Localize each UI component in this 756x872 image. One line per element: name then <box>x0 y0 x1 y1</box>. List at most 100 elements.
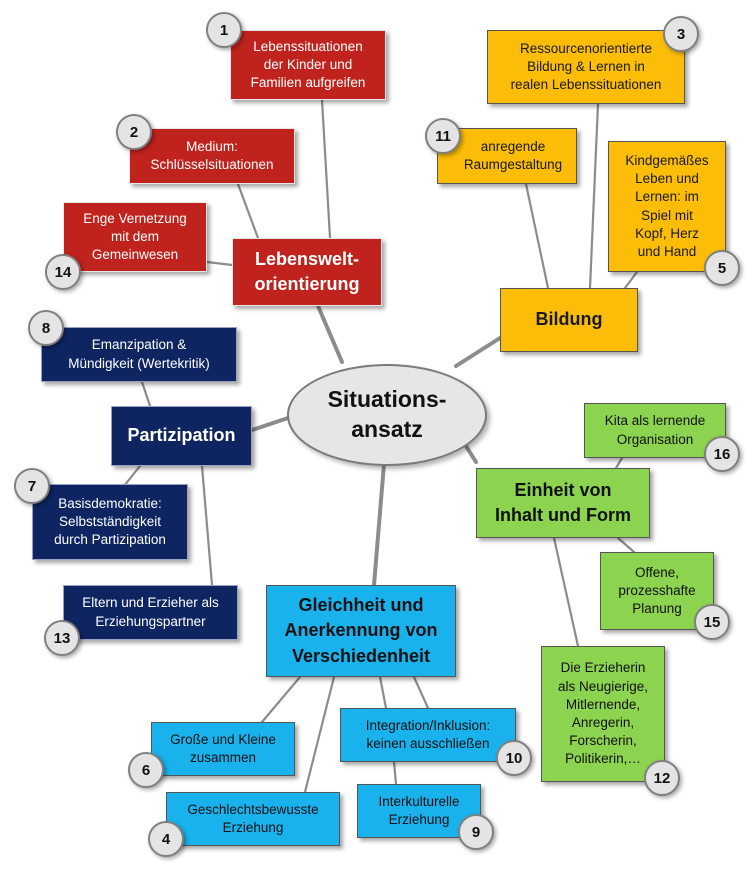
sub-node-8: Emanzipation & Mündigkeit (Wertekritik) <box>41 327 237 382</box>
main-node-line: Anerkennung von <box>284 620 438 641</box>
connector-partizipation-8 <box>140 380 152 408</box>
connector-center-bildung <box>454 336 502 368</box>
sub-node-13: Eltern und Erzieher als Erziehungspartne… <box>63 585 238 640</box>
number-badge-1: 1 <box>206 12 242 48</box>
sub-node-line: Leben und <box>635 171 699 187</box>
sub-node-line: Gemeinwesen <box>91 247 179 263</box>
sub-node-line: Politikerin,… <box>565 751 641 767</box>
number-badge-4: 4 <box>148 821 184 857</box>
center-line-1: Situations- <box>327 386 447 413</box>
sub-node-line: anregende <box>480 138 546 154</box>
connector-lebenswelt-2 <box>236 182 260 240</box>
sub-node-line: Erziehung <box>222 820 284 835</box>
connector-center-partizipation <box>250 416 290 432</box>
main-node-line: Inhalt und Form <box>495 505 631 525</box>
sub-node-line: Raumgestaltung <box>463 157 563 172</box>
connector-bildung-3 <box>588 102 600 290</box>
sub-node-12: Die Erzieherin als Neugierige, Mitlernen… <box>541 646 665 782</box>
sub-node-line: Emanzipation & <box>91 337 187 353</box>
main-node-partizipation: Partizipation <box>111 406 252 466</box>
connector-einheit-16 <box>614 456 624 470</box>
sub-node-line: Selbstständigkeit <box>58 513 162 529</box>
sub-node-line: prozesshafte <box>618 582 696 598</box>
center-line-2: ansatz <box>351 416 423 442</box>
sub-node-14: Enge Vernetzung mit dem Gemeinwesen <box>63 202 207 272</box>
sub-node-line: Kopf, Herz <box>635 225 699 241</box>
sub-node-line: der Kinder und <box>263 56 353 72</box>
number-badge-8: 8 <box>28 310 64 346</box>
sub-node-3: Ressourcenorientierte Bildung & Lernen i… <box>487 30 685 104</box>
sub-node-line: Forscherin, <box>569 733 637 749</box>
number-badge-10: 10 <box>496 740 532 776</box>
sub-node-line: realen Lebenssituationen <box>510 77 662 93</box>
connector-bildung-11 <box>524 182 550 290</box>
sub-node-line: Basisdemokratie: <box>58 495 162 511</box>
sub-node-line: keinen ausschließen <box>366 736 490 751</box>
connector-gleichheit-10 <box>378 675 388 710</box>
sub-node-line: Schlüsselsituationen <box>150 157 274 172</box>
sub-node-line: Interkulturelle <box>378 793 460 809</box>
sub-node-16: Kita als lernende Organisation <box>584 403 726 458</box>
connector-gleichheit-10b <box>412 675 430 710</box>
main-node-lebensweltorientierung: Lebenswelt- orientierung <box>232 238 382 306</box>
sub-node-line: Offene, <box>634 564 680 580</box>
sub-node-line: Kindgemäßes <box>625 152 709 168</box>
sub-node-line: Eltern und Erzieher als <box>82 595 219 611</box>
sub-node-4: Geschlechtsbewusste Erziehung <box>166 792 340 846</box>
sub-node-line: durch Partizipation <box>54 532 166 548</box>
sub-node-line: und Hand <box>637 243 697 259</box>
sub-node-11: anregende Raumgestaltung <box>437 128 577 184</box>
sub-node-line: Familien aufgreifen <box>250 75 366 91</box>
sub-node-1: Lebenssituationen der Kinder und Familie… <box>230 30 386 100</box>
number-badge-13: 13 <box>44 620 80 656</box>
main-node-line: Einheit von <box>514 479 612 500</box>
sub-node-line: Erziehung <box>388 812 450 827</box>
sub-node-line: Die Erzieherin <box>560 660 646 676</box>
sub-node-line: Ressourcenorientierte <box>519 40 653 56</box>
connector-lebenswelt-1 <box>320 98 332 240</box>
sub-node-line: Spiel mit <box>641 207 693 223</box>
center-node-situationsansatz: Situations- ansatz <box>287 364 487 466</box>
sub-node-line: Große und Kleine <box>170 731 276 747</box>
sub-node-line: Mitlernende, <box>565 696 641 712</box>
sub-node-line: Erziehungspartner <box>95 613 206 629</box>
sub-node-line: Anregerin, <box>571 715 635 730</box>
main-node-line: Gleichheit und <box>298 595 424 616</box>
main-node-line: Lebenswelt- <box>254 248 359 269</box>
connector-center-einheit <box>464 444 478 464</box>
connector-bildung-5 <box>623 270 639 290</box>
number-badge-5: 5 <box>704 250 740 286</box>
sub-node-line: Lernen: im <box>635 189 699 205</box>
number-badge-7: 7 <box>14 468 50 504</box>
sub-node-line: Kita als lernende <box>604 413 706 429</box>
main-node-gleichheit: Gleichheit und Anerkennung von Verschied… <box>266 585 456 677</box>
main-node-einheit-von-inhalt-und-form: Einheit von Inhalt und Form <box>476 468 650 538</box>
sub-node-line: Organisation <box>616 431 694 447</box>
sub-node-7: Basisdemokratie: Selbstständigkeit durch… <box>32 484 188 560</box>
number-badge-12: 12 <box>644 760 680 796</box>
sub-node-5: Kindgemäßes Leben und Lernen: im Spiel m… <box>608 141 726 272</box>
main-node-line: Verschiedenheit <box>291 645 431 666</box>
connector-gleichheit-4 <box>303 675 336 794</box>
main-node-line: Partizipation <box>127 425 236 446</box>
sub-node-6: Große und Kleine zusammen <box>151 722 295 776</box>
sub-node-line: Planung <box>632 601 682 617</box>
number-badge-11: 11 <box>425 118 461 154</box>
sub-node-line: mit dem <box>110 228 159 244</box>
connector-center-gleichheit <box>372 462 386 587</box>
number-badge-15: 15 <box>694 604 730 640</box>
sub-node-10: Integration/Inklusion: keinen ausschließ… <box>340 708 516 762</box>
sub-node-line: Geschlechtsbewusste <box>187 801 319 817</box>
number-badge-16: 16 <box>704 436 740 472</box>
connector-gleichheit-6 <box>260 675 302 724</box>
connector-einheit-15 <box>616 536 636 554</box>
sub-node-2: Medium: Schlüsselsituationen <box>129 128 295 184</box>
sub-node-line: Mündigkeit (Wertekritik) <box>68 355 210 371</box>
connector-gleichheit-9 <box>392 760 398 786</box>
sub-node-line: Enge Vernetzung <box>83 210 187 226</box>
number-badge-2: 2 <box>116 114 152 150</box>
sub-node-line: Medium: <box>186 138 238 154</box>
main-node-bildung: Bildung <box>500 288 638 352</box>
